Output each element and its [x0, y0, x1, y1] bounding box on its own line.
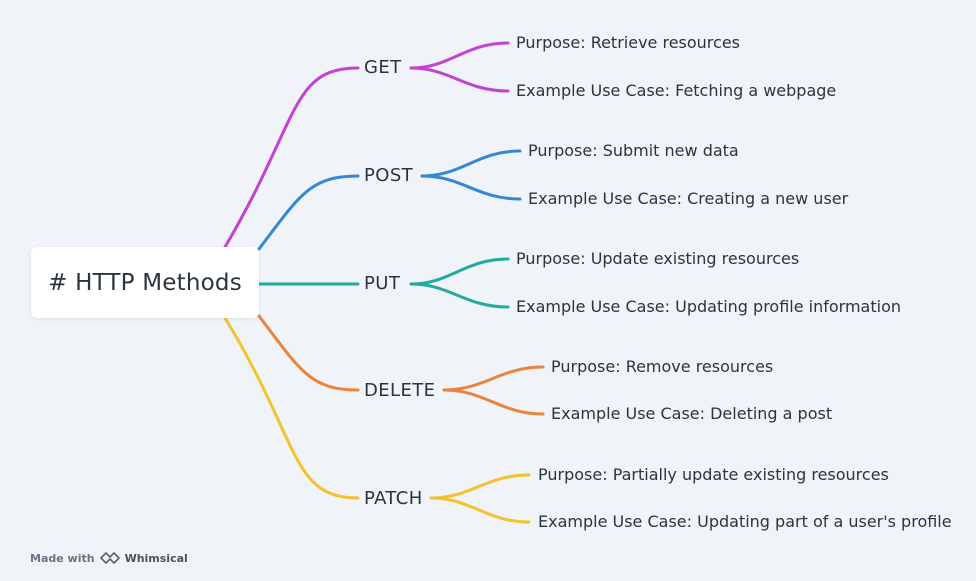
child-node-post-example[interactable]: Example Use Case: Creating a new user	[528, 189, 849, 208]
child-node-get-purpose[interactable]: Purpose: Retrieve resources	[516, 33, 741, 52]
made-with-label: Made with	[30, 551, 95, 565]
child-node-delete-purpose[interactable]: Purpose: Remove resources	[551, 357, 774, 376]
connector-patch-example	[429, 496, 531, 524]
child-node-get-example[interactable]: Example Use Case: Fetching a webpage	[516, 81, 837, 100]
connector-root-get	[223, 66, 360, 249]
connector-post-example	[420, 174, 522, 201]
connector-post-purpose	[420, 149, 522, 178]
child-node-patch-example[interactable]: Example Use Case: Updating part of a use…	[538, 512, 952, 531]
root-node[interactable]: # HTTP Methods	[31, 247, 259, 318]
connector-put-example	[409, 282, 510, 309]
child-node-put-example[interactable]: Example Use Case: Updating profile infor…	[516, 297, 902, 316]
connector-get-example	[409, 66, 510, 93]
made-with-whimsical-badge[interactable]: Made with Whimsical	[30, 550, 188, 566]
child-node-post-purpose[interactable]: Purpose: Submit new data	[528, 141, 739, 160]
whimsical-logo-icon	[99, 551, 120, 565]
connector-get-purpose	[409, 41, 510, 70]
branch-node-post[interactable]: POST	[364, 165, 414, 186]
connector-put-purpose	[409, 257, 510, 286]
connector-delete-example	[442, 388, 545, 416]
connector-root-patch	[223, 316, 360, 500]
connector-patch-purpose	[429, 473, 531, 500]
child-node-delete-example[interactable]: Example Use Case: Deleting a post	[551, 404, 833, 423]
whimsical-brand-label: Whimsical	[124, 551, 188, 565]
branch-node-patch[interactable]: PATCH	[364, 488, 423, 509]
root-node-label: # HTTP Methods	[48, 269, 242, 296]
connector-root-post	[257, 174, 360, 251]
child-node-patch-purpose[interactable]: Purpose: Partially update existing resou…	[538, 465, 889, 484]
branch-node-get[interactable]: GET	[364, 57, 402, 78]
branch-node-delete[interactable]: DELETE	[364, 380, 436, 401]
connector-root-delete	[257, 314, 360, 392]
branch-node-put[interactable]: PUT	[364, 273, 401, 294]
connector-delete-purpose	[442, 365, 545, 392]
child-node-put-purpose[interactable]: Purpose: Update existing resources	[516, 249, 800, 268]
